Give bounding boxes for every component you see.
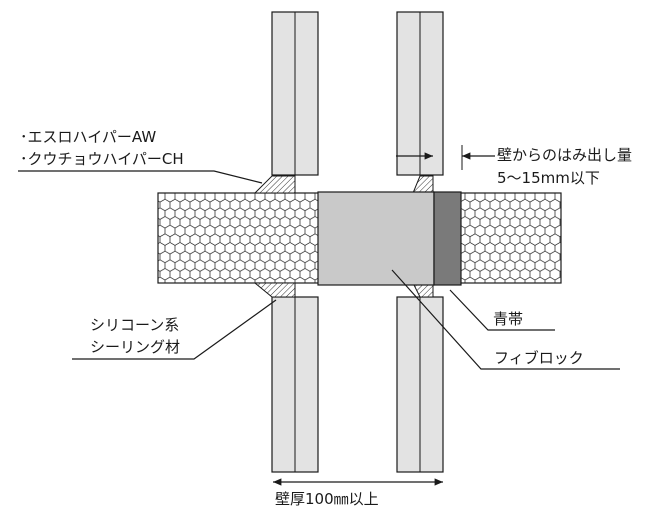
sealant-label-line2: ･クウチョウハイパーCH — [20, 150, 184, 168]
fire-block — [317, 191, 435, 286]
wall-thickness-label: 壁厚100㎜以上 — [275, 490, 379, 508]
silicone-sealant — [412, 175, 434, 298]
silicone-label-line2: シーリング材 — [90, 338, 180, 356]
right-wall — [396, 11, 444, 473]
silicone-label-line1: シリコーン系 — [90, 316, 179, 334]
fireblock-leader — [391, 269, 620, 370]
fireblock-label: フィブロック — [494, 349, 584, 367]
left-wall — [271, 11, 319, 473]
putty-sealant — [253, 175, 296, 298]
protrusion-dimension — [396, 145, 495, 170]
blue-band-label: 青帯 — [493, 310, 523, 328]
protrusion-label-line2: 5～15mm以下 — [497, 169, 600, 187]
blue-band — [433, 191, 462, 286]
sealant-label-line1: ･エスロハイパーAW — [20, 128, 156, 146]
silicone-leader — [72, 299, 277, 360]
sealant-leader — [18, 170, 263, 184]
protrusion-label-line1: 壁からのはみ出し量 — [497, 146, 632, 164]
blue-band-leader — [449, 289, 555, 331]
